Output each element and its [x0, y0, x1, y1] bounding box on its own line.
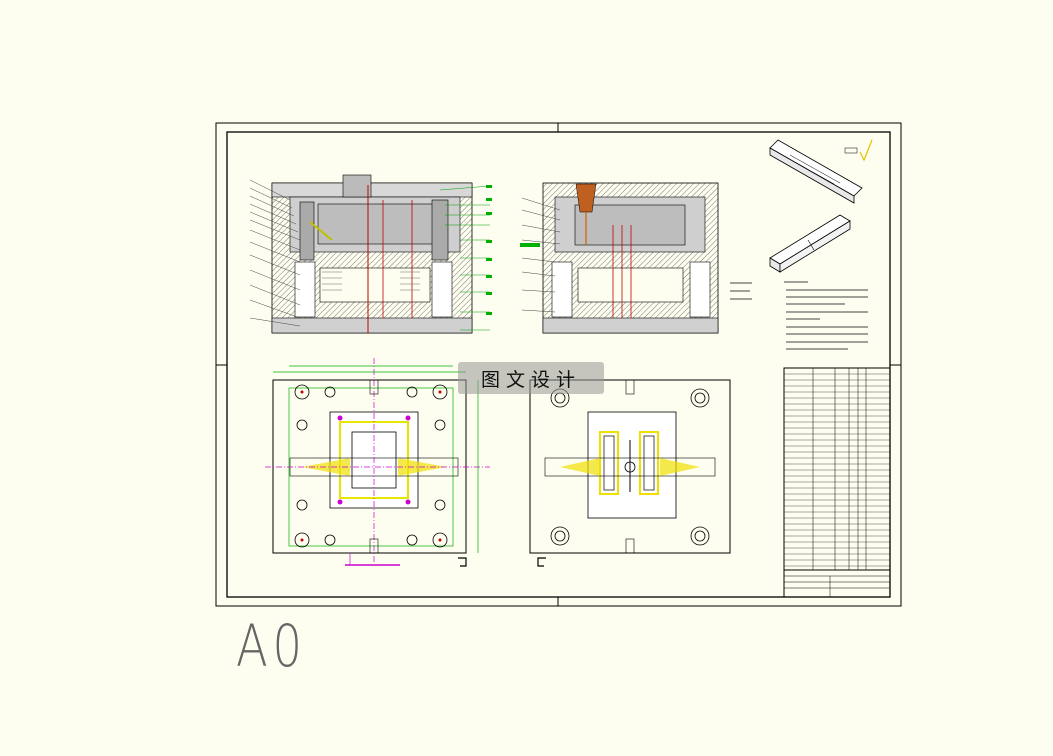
drawing-border [215, 122, 902, 607]
mold-section-front-icon [249, 174, 492, 334]
mold-plan-moving-half-icon [529, 379, 731, 567]
bill-of-materials [783, 367, 891, 598]
mold-parameters [730, 282, 752, 300]
mold-section-side-icon [520, 182, 719, 334]
watermark: 图文设计 [458, 362, 604, 394]
sheet-size-label: A0 [236, 612, 307, 680]
bom-rows [784, 373, 890, 567]
technical-notes [784, 281, 868, 350]
watermark-text: 图文设计 [480, 368, 581, 391]
part-isometric-2-icon [769, 214, 851, 273]
surface-roughness-icon [844, 139, 873, 162]
part-isometric-1-icon [769, 139, 863, 204]
mold-plan-fixed-half-icon [265, 358, 490, 567]
